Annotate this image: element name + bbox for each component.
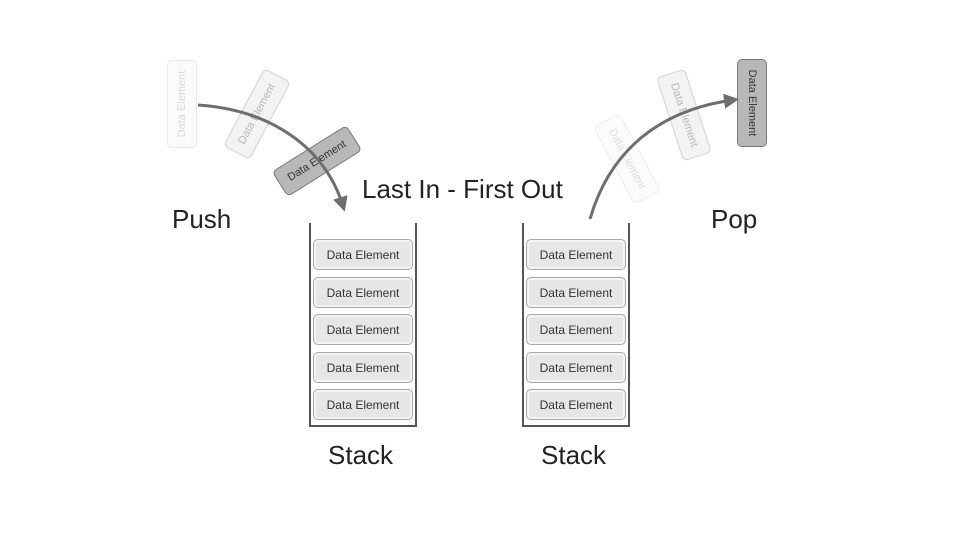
stack-container-left: Data Element Data Element Data Element D… <box>309 223 417 427</box>
diagram-title: Last In - First Out <box>362 174 563 204</box>
stack-left-element-3: Data Element <box>313 314 413 345</box>
stack-right-element-4: Data Element <box>526 352 626 383</box>
stack-right-element-3: Data Element <box>526 314 626 345</box>
pop-label: Pop <box>711 204 758 234</box>
stack-right-element-1: Data Element <box>526 239 626 270</box>
stack-left-caption: Stack <box>328 440 394 470</box>
push-label: Push <box>172 204 232 234</box>
stack-left-element-1: Data Element <box>313 239 413 270</box>
stack-right-element-5: Data Element <box>526 389 626 420</box>
stack-left-element-4: Data Element <box>313 352 413 383</box>
stack-right-element-2: Data Element <box>526 277 626 308</box>
push-arrow <box>197 103 348 212</box>
stack-left-element-2: Data Element <box>313 277 413 308</box>
stack-container-right: Data Element Data Element Data Element D… <box>522 223 630 427</box>
stack-left-element-5: Data Element <box>313 389 413 420</box>
stack-right-caption: Stack <box>541 440 607 470</box>
pop-arrow <box>588 93 739 220</box>
